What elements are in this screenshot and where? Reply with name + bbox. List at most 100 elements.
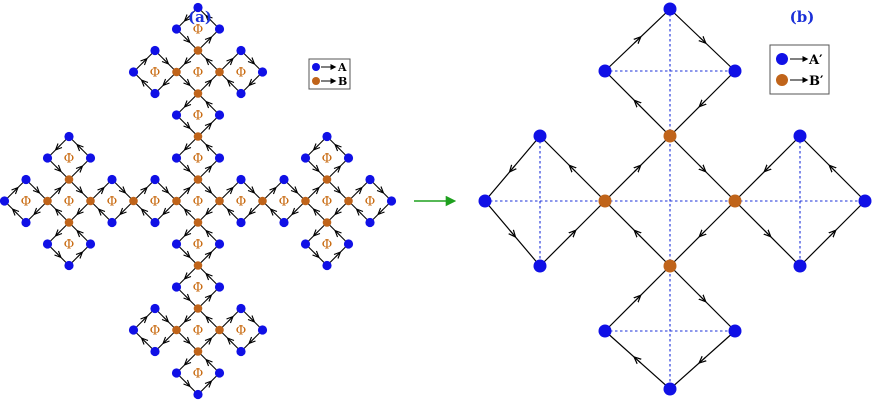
bond-arrow — [185, 167, 188, 170]
bond-arrow — [316, 231, 319, 234]
bond-arrow — [207, 82, 210, 85]
bond-arrow — [700, 37, 704, 41]
site-a — [107, 217, 117, 228]
flux-label: Φ — [150, 195, 161, 210]
site-a — [21, 174, 31, 185]
flux-label: Φ — [193, 109, 204, 124]
panel-b-sites — [478, 2, 872, 396]
site-a-prime — [598, 324, 612, 338]
flux-label: Φ — [193, 367, 204, 382]
bond-arrow — [294, 210, 297, 213]
site-a — [128, 67, 139, 77]
site-a — [85, 239, 96, 249]
bond-arrow — [79, 233, 82, 236]
bond-arrow — [187, 102, 190, 105]
bond-arrow — [208, 362, 211, 365]
bond-arrow — [185, 124, 188, 127]
site-b — [301, 196, 310, 206]
panel-a-label: (a) — [188, 8, 212, 26]
site-a — [279, 174, 289, 185]
site-a — [150, 88, 160, 99]
panel-b-dashed-bonds — [485, 9, 865, 389]
legend-b-site-b-marker — [776, 74, 788, 86]
bond-arrow — [187, 274, 190, 277]
bond-arrow — [207, 125, 210, 128]
bond-arrow — [101, 211, 104, 214]
bond-arrow — [251, 81, 254, 84]
bond-arrow — [142, 190, 145, 193]
bond-arrow — [316, 145, 319, 148]
panel-b-label: (b) — [790, 8, 815, 26]
site-a — [42, 239, 53, 249]
site-b — [193, 175, 203, 184]
site-b — [193, 218, 203, 227]
flux-label: Φ — [279, 195, 290, 210]
bond-arrow — [78, 168, 81, 171]
bond-arrow — [337, 210, 340, 213]
site-a-prime — [533, 129, 547, 143]
site-a — [171, 24, 182, 34]
site-a — [236, 45, 246, 56]
flux-label: Φ — [193, 152, 204, 167]
bond-arrow — [251, 210, 254, 213]
bond-arrow — [271, 190, 274, 193]
bond-arrow — [273, 211, 276, 214]
bond-arrow — [636, 359, 640, 363]
site-b — [215, 325, 224, 335]
bond-arrow — [165, 339, 168, 342]
site-a — [64, 131, 74, 142]
site-a — [150, 217, 160, 228]
legend-b-site-a-label: A′ — [808, 53, 823, 68]
bond-arrow — [228, 319, 231, 322]
bond-arrow — [570, 232, 574, 236]
bond-arrow — [207, 383, 210, 386]
bond-arrow — [765, 231, 769, 235]
site-a-prime — [728, 324, 742, 338]
site-b — [215, 67, 224, 77]
bond-arrow — [58, 211, 61, 214]
bond-arrow — [314, 167, 317, 170]
site-b — [193, 304, 203, 313]
bond-arrow — [164, 59, 167, 62]
site-a — [257, 325, 268, 335]
bond-arrow — [512, 165, 516, 169]
bond-arrow — [357, 190, 360, 193]
bond-arrow — [187, 360, 190, 363]
bond-arrow — [144, 340, 147, 343]
bond-arrow — [58, 145, 61, 148]
site-a — [150, 45, 160, 56]
flux-label: Φ — [236, 324, 247, 339]
bond-arrow — [79, 210, 82, 213]
flux-label: Φ — [150, 66, 161, 81]
bond-arrow — [207, 297, 210, 300]
site-a — [171, 368, 182, 378]
site-a — [171, 153, 182, 163]
site-a-prime — [793, 129, 807, 143]
site-a — [150, 303, 160, 314]
bond-arrow — [701, 101, 705, 105]
bond-arrow — [336, 168, 339, 171]
bond-arrow — [56, 190, 59, 193]
site-a — [150, 174, 160, 185]
bond-arrow — [78, 254, 81, 257]
site-a — [300, 153, 311, 163]
site-b — [193, 347, 203, 356]
site-b — [43, 196, 52, 206]
bond-arrow — [122, 210, 125, 213]
flux-label: Φ — [150, 324, 161, 339]
site-b — [322, 175, 332, 184]
bond-arrow — [636, 102, 640, 106]
bond-arrow — [230, 340, 233, 343]
site-a-prime — [533, 259, 547, 273]
bond-arrow — [185, 296, 188, 299]
site-b — [322, 218, 332, 227]
bond-arrow — [144, 211, 147, 214]
bond-arrow — [164, 317, 167, 320]
bond-arrow — [207, 340, 210, 343]
bond-arrow — [185, 339, 188, 342]
flux-label: Φ — [21, 195, 32, 210]
flux-label: Φ — [193, 324, 204, 339]
bond-arrow — [208, 210, 211, 213]
